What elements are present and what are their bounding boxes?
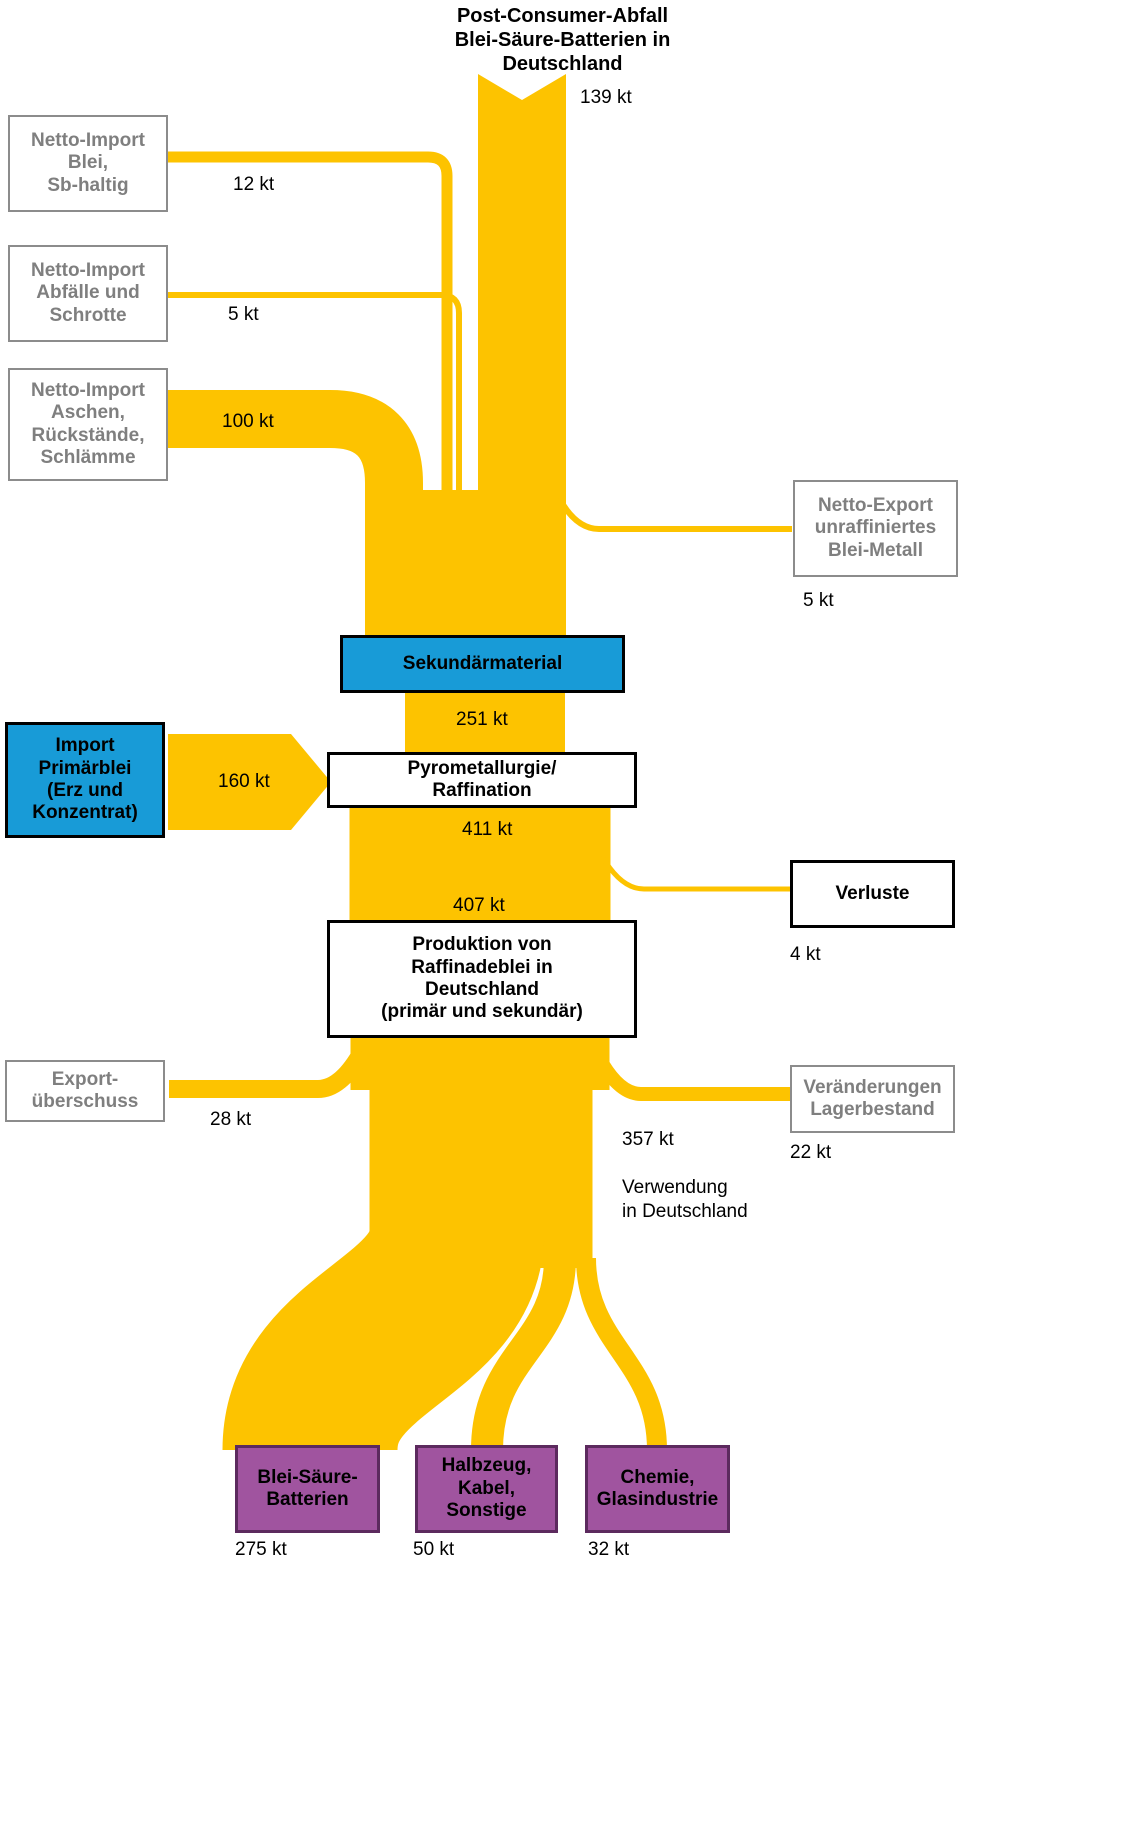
flow-chemie: [576, 1257, 667, 1451]
node-label: Verluste: [835, 882, 910, 904]
value-5kt-export: 5 kt: [803, 590, 834, 611]
node-halbzeug: Halbzeug, Kabel, Sonstige: [415, 1445, 558, 1533]
node-label: Halbzeug, Kabel, Sonstige: [441, 1455, 532, 1522]
value-275kt: 275 kt: [235, 1539, 287, 1560]
node-label: Netto-Import Aschen, Rückstände, Schlämm…: [31, 379, 145, 468]
value-32kt: 32 kt: [588, 1539, 630, 1560]
node-netto-export: Netto-Export unraffiniertes Blei-Metall: [793, 480, 958, 577]
value-411kt: 411 kt: [462, 819, 513, 840]
node-chemie-glasindustrie: Chemie, Glasindustrie: [585, 1445, 730, 1533]
value-357kt: 357 kt: [622, 1129, 674, 1150]
node-netto-import-abfaelle: Netto-Import Abfälle und Schrotte: [8, 245, 168, 342]
node-produktion: Produktion von Raffinadeblei in Deutschl…: [327, 920, 637, 1038]
node-blei-saeure-batterien: Blei-Säure- Batterien: [235, 1445, 380, 1533]
value-100kt: 100 kt: [222, 411, 274, 432]
node-label: Chemie, Glasindustrie: [596, 1466, 719, 1510]
node-lagerbestand: Veränderungen Lagerbestand: [790, 1065, 955, 1133]
node-verluste: Verluste: [790, 860, 955, 928]
flow-import-aschen: [168, 390, 423, 662]
flow-netto-export: [556, 496, 792, 532]
node-export-ueberschuss: Export- überschuss: [5, 1060, 165, 1122]
node-label: Veränderungen Lagerbestand: [803, 1076, 942, 1120]
value-12kt: 12 kt: [233, 174, 275, 195]
node-label: Pyrometallurgie/ Raffination: [407, 757, 557, 801]
flow-halbzeug: [471, 1257, 576, 1451]
node-label: Netto-Import Blei, Sb-haltig: [31, 129, 145, 196]
verwendung-note: Verwendung in Deutschland: [622, 1177, 748, 1222]
value-22kt: 22 kt: [790, 1142, 832, 1163]
node-label: Produktion von Raffinadeblei in Deutschl…: [381, 934, 583, 1023]
node-netto-import-blei: Netto-Import Blei, Sb-haltig: [8, 115, 168, 212]
flow-export-ueberschuss: [169, 1047, 370, 1098]
node-label: Import Primärblei (Erz und Konzentrat): [32, 735, 138, 824]
node-label: Export- überschuss: [31, 1068, 139, 1112]
diagram-title: Post-Consumer-Abfall Blei-Säure-Batterie…: [454, 5, 671, 75]
flow-batterien: [222, 1223, 545, 1457]
node-label: Sekundärmaterial: [402, 652, 563, 674]
flow-verluste: [599, 854, 791, 892]
value-407kt: 407 kt: [453, 895, 505, 916]
value-28kt: 28 kt: [210, 1109, 252, 1130]
value-50kt: 50 kt: [413, 1539, 455, 1560]
node-netto-import-aschen: Netto-Import Aschen, Rückstände, Schlämm…: [8, 368, 168, 481]
node-label: Blei-Säure- Batterien: [257, 1466, 358, 1510]
flow-merge-filler: [366, 490, 566, 662]
value-5kt-import: 5 kt: [228, 304, 259, 325]
node-label: Netto-Export unraffiniertes Blei-Metall: [814, 494, 937, 561]
value-139kt: 139 kt: [580, 87, 632, 108]
node-sekundaermaterial: Sekundärmaterial: [340, 635, 625, 693]
flow-import-primaer-arrow: [168, 734, 331, 830]
flow-import-blei: [168, 151, 453, 520]
value-251kt: 251 kt: [456, 709, 508, 730]
flow-import-abfaelle: [168, 292, 462, 520]
node-label: Netto-Import Abfälle und Schrotte: [31, 259, 145, 326]
flow-lagerbestand: [592, 1054, 791, 1101]
node-import-primaerblei: Import Primärblei (Erz und Konzentrat): [5, 722, 165, 838]
node-pyrometallurgie: Pyrometallurgie/ Raffination: [327, 752, 637, 808]
value-4kt: 4 kt: [790, 944, 821, 965]
value-160kt: 160 kt: [218, 771, 270, 792]
